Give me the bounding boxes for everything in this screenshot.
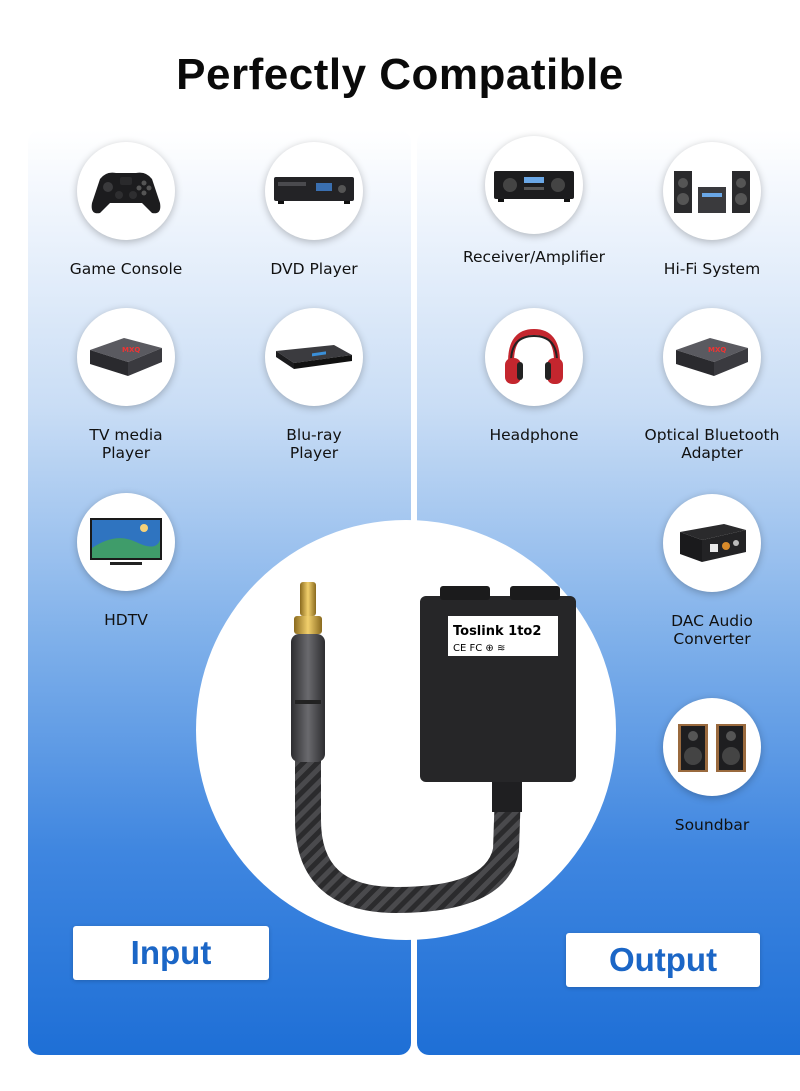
device-label: DAC Audio Converter [671, 612, 753, 648]
device-tv-media-player: MXQ TV media Player [46, 308, 206, 462]
device-label: Game Console [69, 260, 183, 278]
game-console-icon [77, 142, 175, 240]
bluetooth-adapter-icon: MXQ [663, 308, 761, 406]
device-optical-bluetooth-adapter: MXQ Optical Bluetooth Adapter [632, 308, 792, 462]
headphone-icon [485, 308, 583, 406]
speaker-icon [663, 698, 761, 796]
toslink-splitter-image: Toslink 1to2 CE FC ⊕ ≋ [291, 582, 576, 914]
tv-box-icon: MXQ [77, 308, 175, 406]
device-label: Receiver/Amplifier [462, 248, 606, 266]
dvd-player-icon [265, 142, 363, 240]
device-dac-audio-converter: DAC Audio Converter [632, 494, 792, 648]
device-label: Optical Bluetooth Adapter [644, 426, 780, 462]
device-bluray-player: Blu-ray Player [234, 308, 394, 462]
device-label: Hi-Fi System [663, 260, 761, 278]
input-button[interactable]: Input [73, 926, 269, 980]
dac-converter-icon [663, 494, 761, 592]
page-title: Perfectly Compatible [176, 50, 624, 99]
hifi-system-icon [663, 142, 761, 240]
device-receiver-amplifier: Receiver/Amplifier [454, 136, 614, 266]
device-hifi-system: Hi-Fi System [632, 142, 792, 278]
device-game-console: Game Console [46, 142, 206, 278]
device-headphone: Headphone [454, 308, 614, 444]
bluray-player-icon [265, 308, 363, 406]
device-soundbar: Soundbar [632, 698, 792, 834]
svg-text:MXQ: MXQ [708, 346, 726, 354]
tv-icon [77, 493, 175, 591]
device-dvd-player: DVD Player [234, 142, 394, 278]
amplifier-icon [485, 136, 583, 234]
device-label: Blu-ray Player [286, 426, 342, 462]
device-label: TV media Player [89, 426, 163, 462]
device-label: Headphone [489, 426, 579, 444]
certification-marks: CE FC ⊕ ≋ [453, 643, 505, 654]
device-label: HDTV [104, 611, 148, 629]
svg-text:MXQ: MXQ [122, 346, 140, 354]
device-hdtv: HDTV [46, 493, 206, 629]
output-button[interactable]: Output [566, 933, 760, 987]
device-label: Soundbar [674, 816, 750, 834]
device-label: DVD Player [270, 260, 358, 278]
product-label: Toslink 1to2 [453, 624, 541, 639]
